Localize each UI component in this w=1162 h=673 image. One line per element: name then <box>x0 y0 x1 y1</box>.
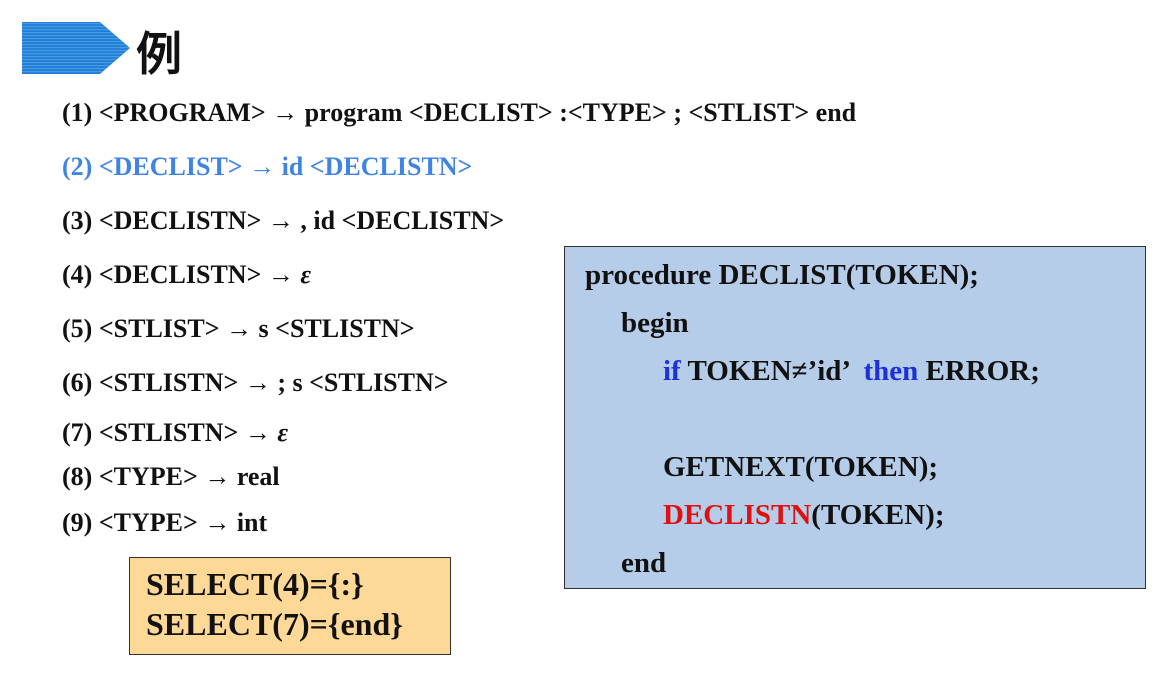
rule-epsilon: ε <box>300 260 312 289</box>
procedure-end: end <box>621 547 667 579</box>
rule-number: (8) <box>62 462 93 491</box>
declistn-call-name: DECLISTN <box>663 499 812 531</box>
rule-lhs: <PROGRAM> <box>98 98 266 127</box>
rule-arrow: → <box>272 98 299 127</box>
procedure-box: procedure DECLIST(TOKEN); begin if TOKEN… <box>564 246 1146 589</box>
rule-arrow: → <box>204 508 231 537</box>
rule-rhs: real <box>236 462 280 491</box>
grammar-rule: (4) <DECLISTN> → ε <box>62 260 311 290</box>
rule-number: (1) <box>62 98 93 127</box>
rule-number: (5) <box>62 314 93 343</box>
select-line-1: SELECT(4)={:} <box>146 566 364 602</box>
rule-arrow: → <box>267 260 294 289</box>
grammar-rule: (5) <STLIST> → s <STLISTN> <box>62 314 415 344</box>
if-keyword: if <box>663 355 681 387</box>
rule-rhs: program <DECLIST> :<TYPE> ; <STLIST> end <box>304 98 857 127</box>
rule-number: (6) <box>62 368 93 397</box>
rule-number: (3) <box>62 206 93 235</box>
then-keyword: then <box>863 355 919 387</box>
procedure-if-line: if TOKEN≠’id’ then ERROR; <box>663 355 1040 388</box>
page-title: 例 <box>136 27 182 81</box>
rule-arrow: → <box>244 368 271 397</box>
rule-arrow: → <box>244 418 271 447</box>
error-call: ERROR; <box>918 355 1040 387</box>
rule-number: (7) <box>62 418 93 447</box>
rule-lhs: <STLISTN> <box>98 418 239 447</box>
rule-arrow: → <box>267 206 294 235</box>
procedure-getnext: GETNEXT(TOKEN); <box>663 451 939 483</box>
rule-rhs: , id <DECLISTN> <box>300 206 505 235</box>
rule-number: (4) <box>62 260 93 289</box>
grammar-rule: (7) <STLISTN> → ε <box>62 418 288 448</box>
rule-epsilon: ε <box>277 418 288 447</box>
procedure-begin: begin <box>621 307 689 339</box>
rule-lhs: <STLIST> <box>98 314 220 343</box>
rule-number: (2) <box>62 152 93 181</box>
rule-arrow: → <box>249 152 276 181</box>
if-condition: TOKEN≠’id’ <box>680 355 864 387</box>
rule-rhs: s <STLISTN> <box>258 314 415 343</box>
rule-rhs: int <box>236 508 268 537</box>
procedure-header: procedure DECLIST(TOKEN); <box>585 259 979 291</box>
grammar-rule: (6) <STLISTN> → ; s <STLISTN> <box>62 368 449 398</box>
rule-lhs: <DECLISTN> <box>98 260 262 289</box>
declistn-call-args: (TOKEN); <box>811 499 945 531</box>
select-sets-box: SELECT(4)={:} SELECT(7)={end} <box>129 557 451 655</box>
rule-number: (9) <box>62 508 93 537</box>
select-line-2: SELECT(7)={end} <box>146 606 403 642</box>
procedure-call-line: DECLISTN(TOKEN); <box>663 499 944 532</box>
rule-rhs: id <DECLISTN> <box>281 152 473 181</box>
grammar-rule: (8) <TYPE> → real <box>62 462 280 492</box>
grammar-rule: (9) <TYPE> → int <box>62 508 267 538</box>
arrow-banner-icon <box>22 22 130 74</box>
rule-arrow: → <box>204 462 231 491</box>
grammar-rule: (3) <DECLISTN> → , id <DECLISTN> <box>62 206 504 236</box>
rule-lhs: <DECLISTN> <box>98 206 262 235</box>
grammar-rule: (2) <DECLIST> → id <DECLISTN> <box>62 152 472 182</box>
rule-arrow: → <box>226 314 253 343</box>
grammar-rule: (1) <PROGRAM> → program <DECLIST> :<TYPE… <box>62 98 856 128</box>
rule-lhs: <TYPE> <box>98 508 198 537</box>
rule-lhs: <DECLIST> <box>98 152 243 181</box>
rule-lhs: <STLISTN> <box>98 368 239 397</box>
rule-rhs: ; s <STLISTN> <box>277 368 449 397</box>
rule-lhs: <TYPE> <box>98 462 198 491</box>
